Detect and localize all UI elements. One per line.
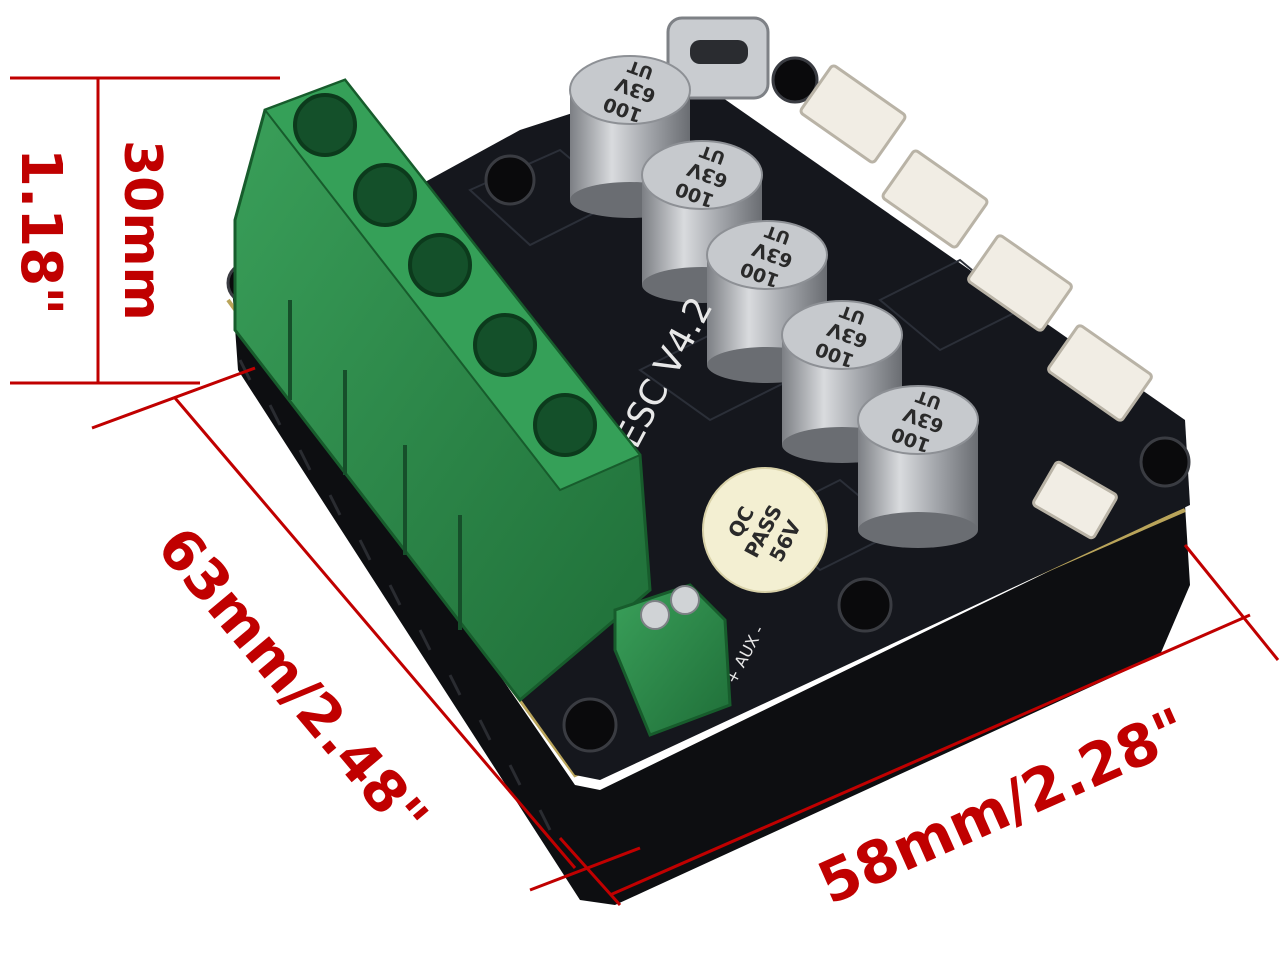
usb-c-port (666, 16, 770, 100)
terminal-screw-icon (353, 163, 417, 227)
jst-connectors (799, 64, 1153, 540)
power-terminal-block (233, 78, 652, 703)
terminal-screw-icon (533, 393, 597, 457)
heatsink-base (232, 285, 1190, 905)
terminal-screws (293, 93, 597, 457)
dimension-lines (10, 76, 1280, 907)
screw-icon (771, 56, 819, 104)
heatsink-fins (238, 359, 552, 831)
terminal-slots (288, 300, 462, 630)
connector (881, 149, 989, 249)
connector (1047, 324, 1153, 422)
capacitors: 100 63V UT 100 63V UT 100 63V UT (569, 55, 979, 548)
screw-icon (837, 577, 893, 633)
qc-sticker: QC PASS 56V (702, 467, 828, 593)
connector (1032, 460, 1118, 540)
height-mm-label: 30mm (112, 140, 172, 321)
connector (799, 64, 907, 164)
screw-icon (1139, 436, 1191, 488)
screw-icon (562, 697, 618, 753)
capacitor: 100 63V UT (569, 55, 691, 218)
terminal-screw-icon (408, 233, 472, 297)
aux-terminal-block (613, 583, 732, 737)
screw-icon (484, 154, 536, 206)
board-assembly: 100 63V UT 100 63V UT 100 63V UT (226, 16, 1191, 905)
terminal-screw-icon (293, 93, 357, 157)
height-in-label: 1.18" (8, 148, 73, 315)
terminal-screw-icon (640, 600, 670, 630)
capacitor: 100 63V UT (857, 385, 979, 548)
terminal-screw-icon (670, 585, 700, 615)
terminal-screw-icon (473, 313, 537, 377)
connector (967, 234, 1073, 332)
